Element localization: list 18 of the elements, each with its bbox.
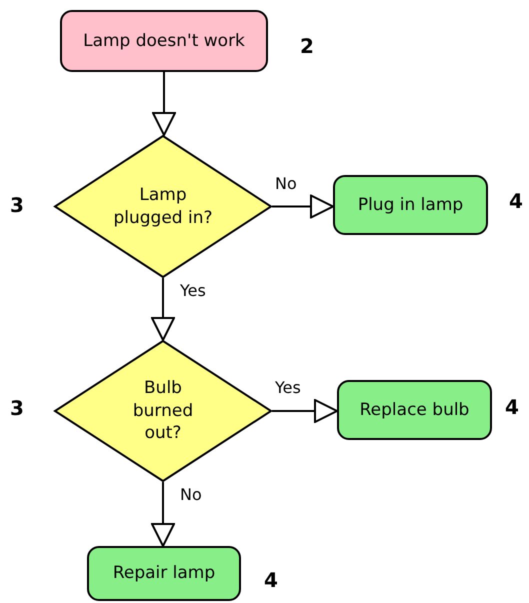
- arrow: [272, 194, 334, 218]
- node-label: Lamp plugged in?: [112, 184, 214, 230]
- arrow: [151, 278, 175, 341]
- callout-number: 4: [264, 568, 278, 592]
- arrow: [152, 72, 176, 136]
- edge-label: No: [274, 174, 298, 192]
- arrow: [272, 399, 338, 423]
- callout-number: 4: [509, 189, 523, 213]
- arrow: [151, 482, 175, 547]
- node-label: Bulb burned out?: [132, 376, 194, 446]
- callout-number: 3: [10, 193, 24, 217]
- callout-number: 2: [300, 34, 314, 58]
- node-label: Lamp doesn't work: [83, 30, 245, 52]
- node-label: Repair lamp: [112, 562, 216, 585]
- node-label: Replace bulb: [360, 398, 470, 422]
- node-label: Plug in lamp: [358, 194, 464, 216]
- callout-number: 4: [505, 395, 519, 419]
- callout-number: 3: [10, 396, 24, 420]
